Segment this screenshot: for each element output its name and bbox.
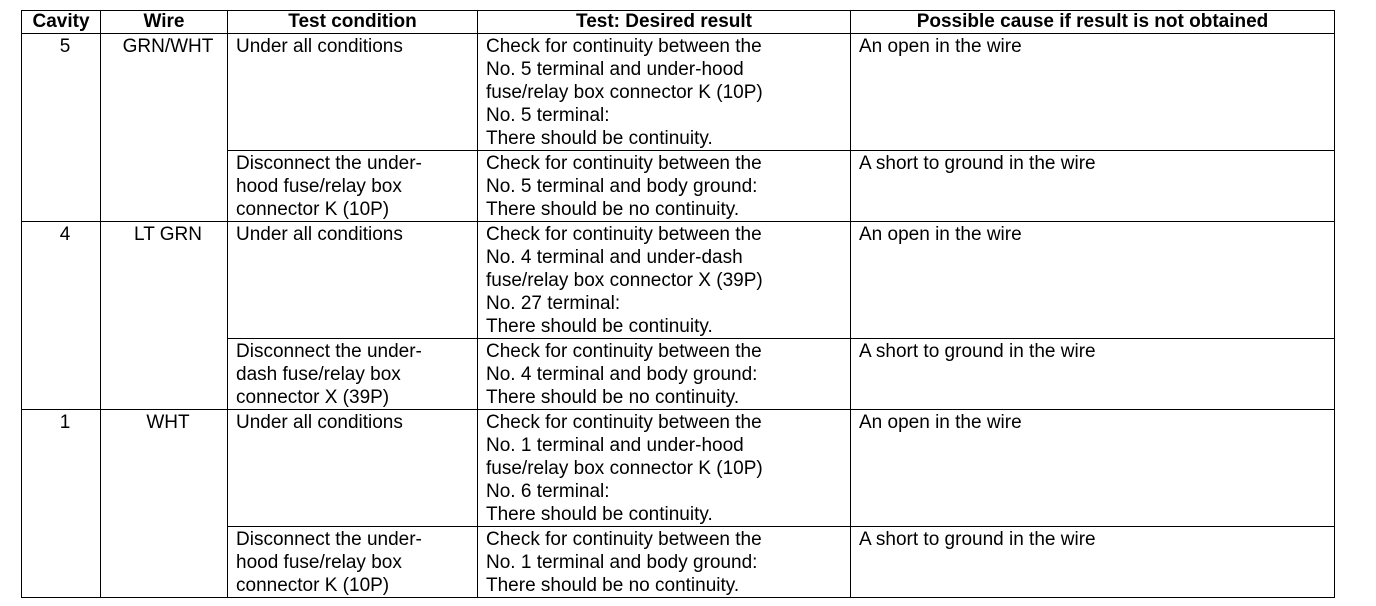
test-condition-cell: Disconnect the under- dash fuse/relay bo… bbox=[227, 338, 478, 410]
desired-result-text: Check for continuity between the No. 1 t… bbox=[486, 529, 762, 596]
desired-result-text: Check for continuity between the No. 4 t… bbox=[486, 224, 763, 337]
possible-cause-text: An open in the wire bbox=[859, 412, 1022, 433]
possible-cause-cell: A short to ground in the wire bbox=[850, 526, 1335, 598]
continuity-test-table: Cavity Wire Test condition Test: Desired… bbox=[21, 10, 1335, 598]
table-row: Disconnect the under- hood fuse/relay bo… bbox=[22, 526, 1335, 598]
desired-result-text: Check for continuity between the No. 4 t… bbox=[486, 341, 762, 408]
cavity-cell: 5 bbox=[21, 33, 101, 222]
header-possible-cause: Possible cause if result is not obtained bbox=[850, 10, 1335, 34]
table-row: 1 WHT Under all conditions Check for con… bbox=[21, 409, 1335, 598]
test-condition-text: Under all conditions bbox=[236, 36, 403, 57]
desired-result-text: Check for continuity between the No. 1 t… bbox=[486, 412, 763, 525]
header-desired-result: Test: Desired result bbox=[477, 10, 851, 34]
wire-color-cell: LT GRN bbox=[100, 221, 228, 410]
possible-cause-text: A short to ground in the wire bbox=[859, 153, 1096, 174]
table-row: Disconnect the under- hood fuse/relay bo… bbox=[22, 150, 1335, 222]
desired-result-cell: Check for continuity between the No. 5 t… bbox=[477, 150, 851, 222]
desired-result-cell: Check for continuity between the No. 4 t… bbox=[477, 221, 851, 339]
possible-cause-cell: An open in the wire bbox=[850, 221, 1335, 339]
test-condition-text: Disconnect the under- hood fuse/relay bo… bbox=[236, 153, 422, 220]
possible-cause-cell: A short to ground in the wire bbox=[850, 150, 1335, 222]
cavity-cell: 4 bbox=[21, 221, 101, 410]
test-condition-text: Disconnect the under- hood fuse/relay bo… bbox=[236, 529, 422, 596]
header-cavity: Cavity bbox=[21, 10, 101, 34]
possible-cause-text: A short to ground in the wire bbox=[859, 529, 1096, 550]
header-wire: Wire bbox=[100, 10, 228, 34]
cavity-cell: 1 bbox=[21, 409, 101, 598]
test-condition-cell: Under all conditions bbox=[227, 33, 478, 151]
test-condition-cell: Under all conditions bbox=[227, 409, 478, 527]
desired-result-cell: Check for continuity between the No. 5 t… bbox=[477, 33, 851, 151]
possible-cause-text: An open in the wire bbox=[859, 224, 1022, 245]
desired-result-cell: Check for continuity between the No. 1 t… bbox=[477, 526, 851, 598]
desired-result-text: Check for continuity between the No. 5 t… bbox=[486, 153, 762, 220]
test-condition-text: Under all conditions bbox=[236, 412, 403, 433]
wire-color-cell: GRN/WHT bbox=[100, 33, 228, 222]
table-row: 4 LT GRN Under all conditions Check for … bbox=[21, 221, 1335, 410]
test-condition-cell: Disconnect the under- hood fuse/relay bo… bbox=[227, 150, 478, 222]
table-row: 5 GRN/WHT Under all conditions Check for… bbox=[21, 33, 1335, 222]
table-header-row: Cavity Wire Test condition Test: Desired… bbox=[21, 10, 1335, 34]
troubleshooting-table-sheet: Cavity Wire Test condition Test: Desired… bbox=[21, 10, 1335, 598]
desired-result-text: Check for continuity between the No. 5 t… bbox=[486, 36, 763, 149]
header-test-condition: Test condition bbox=[227, 10, 478, 34]
wire-color-cell: WHT bbox=[100, 409, 228, 598]
possible-cause-cell: A short to ground in the wire bbox=[850, 338, 1335, 410]
test-condition-text: Under all conditions bbox=[236, 224, 403, 245]
test-condition-text: Disconnect the under- dash fuse/relay bo… bbox=[236, 341, 422, 408]
possible-cause-cell: An open in the wire bbox=[850, 33, 1335, 151]
possible-cause-text: An open in the wire bbox=[859, 36, 1022, 57]
test-condition-cell: Under all conditions bbox=[227, 221, 478, 339]
desired-result-cell: Check for continuity between the No. 4 t… bbox=[477, 338, 851, 410]
possible-cause-text: A short to ground in the wire bbox=[859, 341, 1096, 362]
test-condition-cell: Disconnect the under- hood fuse/relay bo… bbox=[227, 526, 478, 598]
possible-cause-cell: An open in the wire bbox=[850, 409, 1335, 527]
desired-result-cell: Check for continuity between the No. 1 t… bbox=[477, 409, 851, 527]
table-row: Disconnect the under- dash fuse/relay bo… bbox=[22, 338, 1335, 410]
